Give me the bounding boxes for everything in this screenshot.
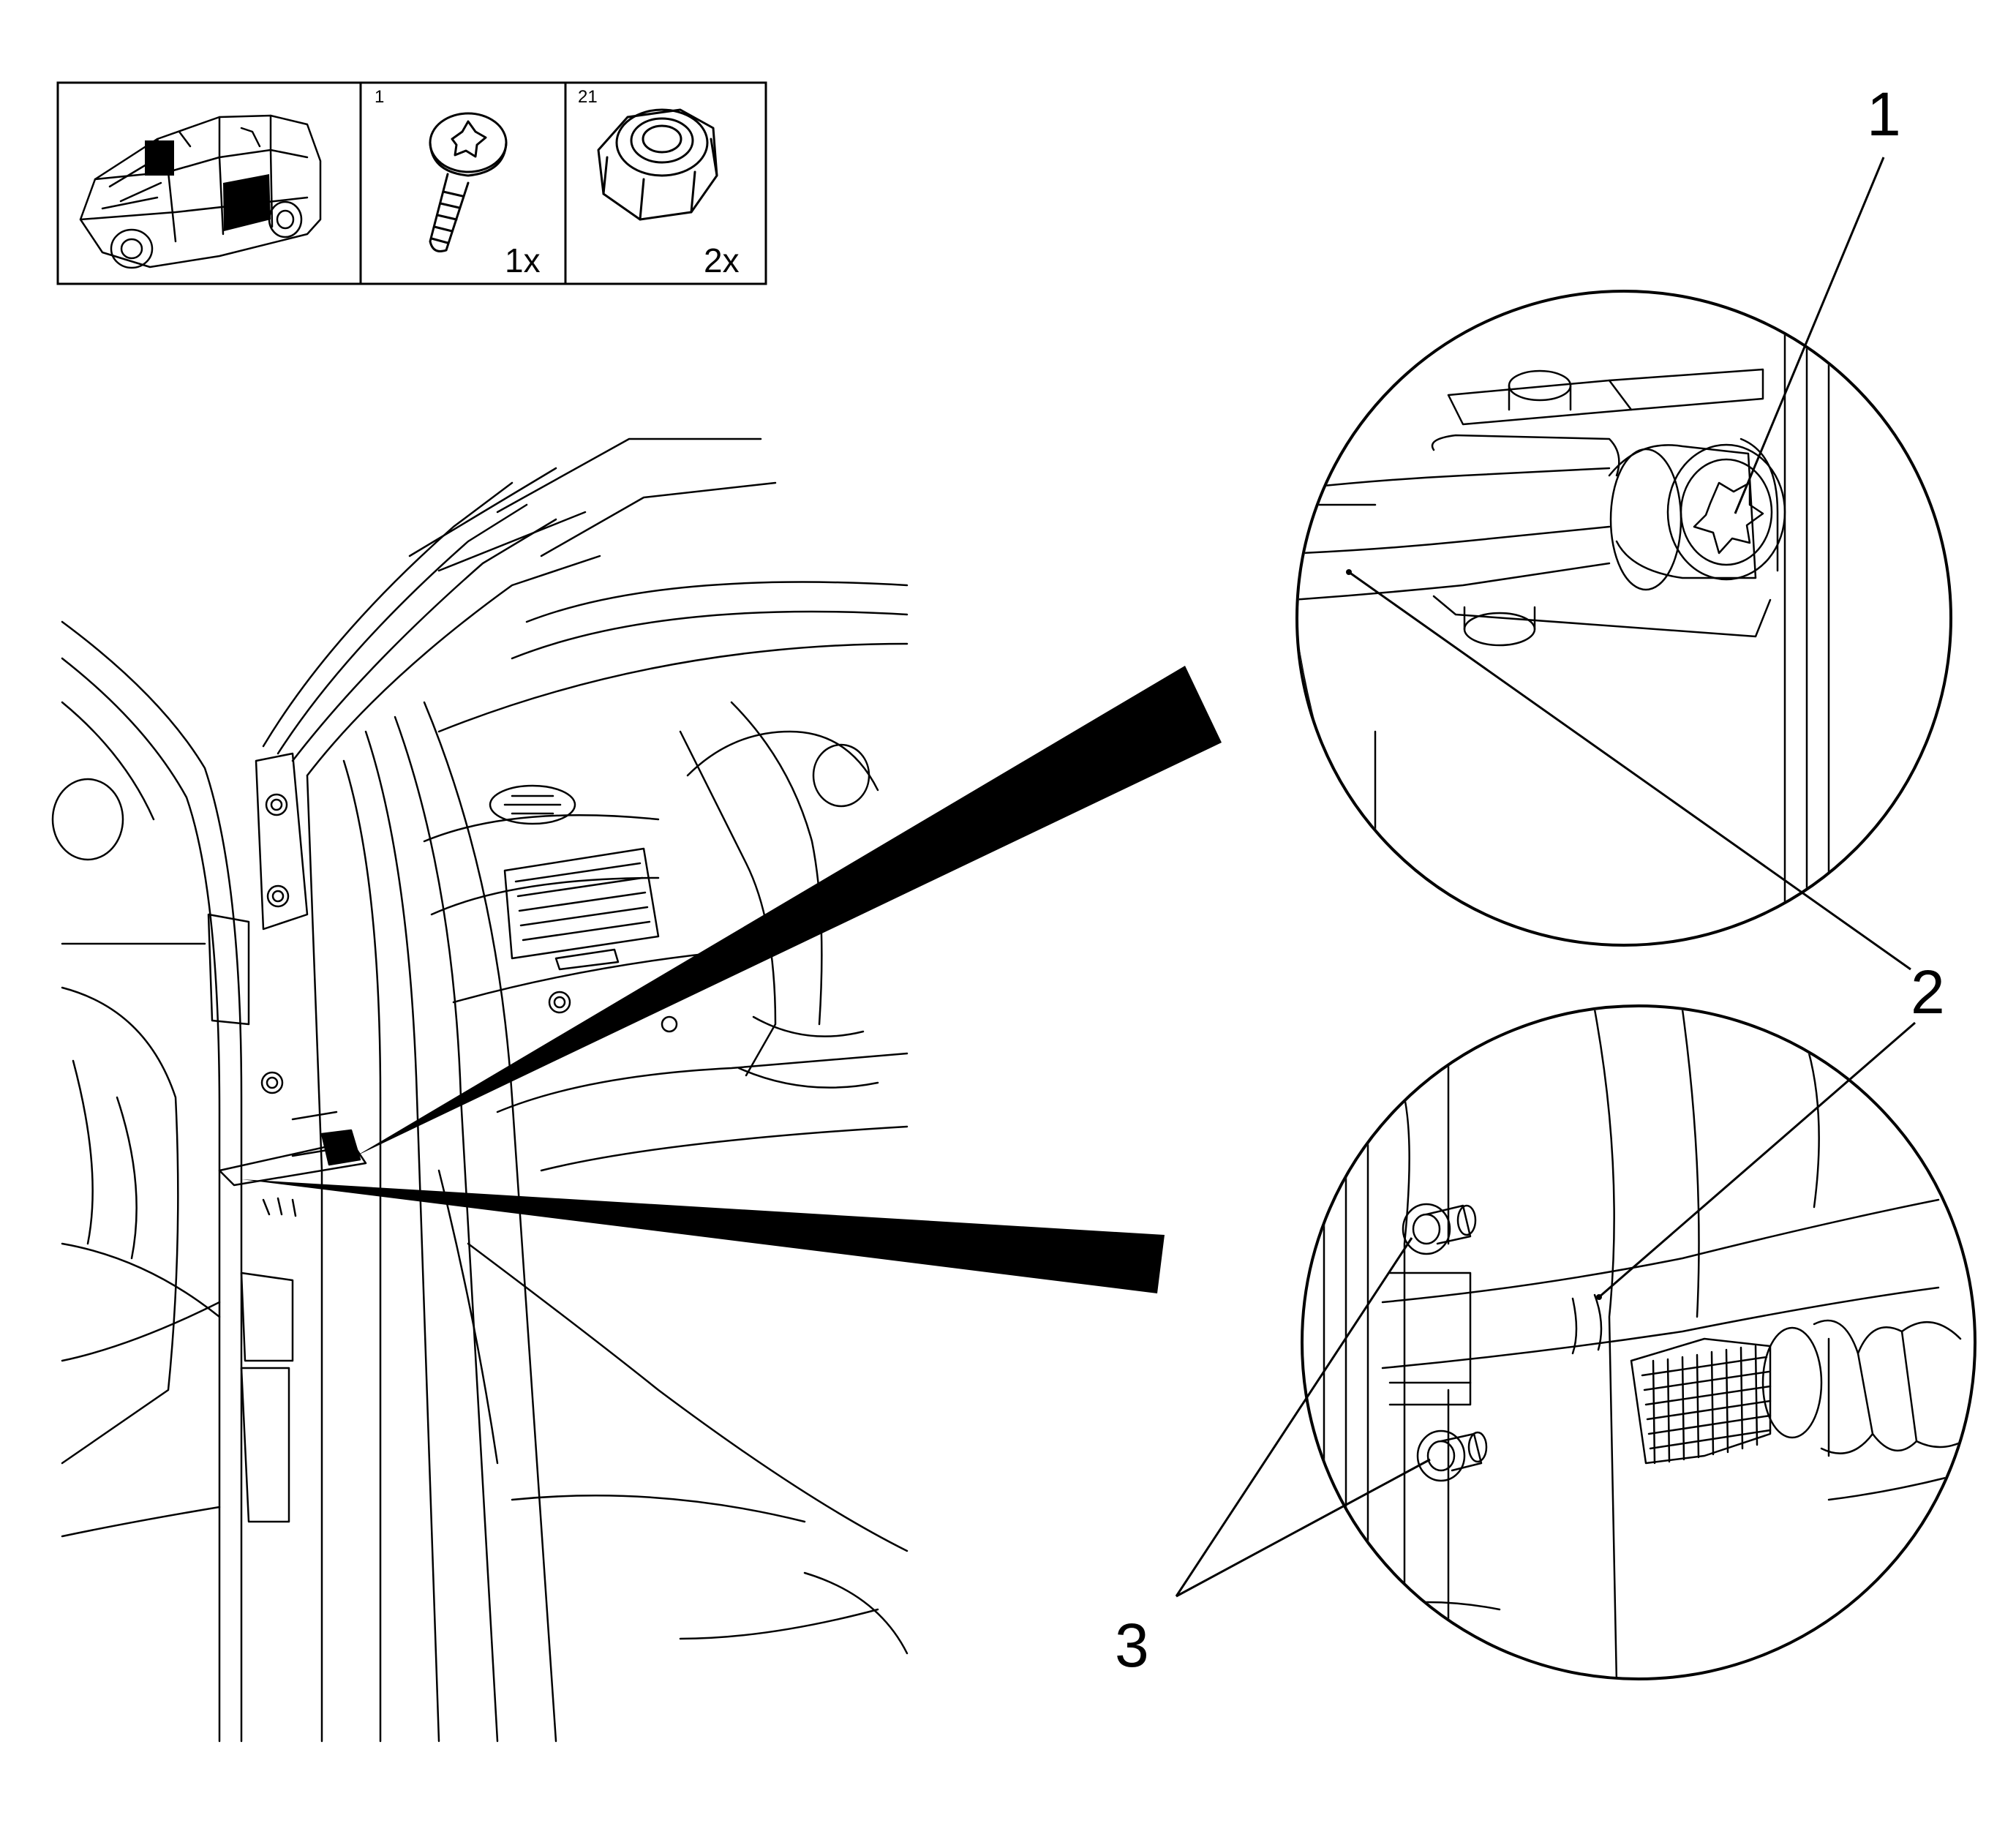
leader-line-3a	[1175, 1237, 1413, 1597]
parts-box-qty-2: 2x	[704, 241, 740, 279]
leader-line-1	[1734, 157, 1885, 514]
callout-number-2: 2	[1911, 958, 1945, 1026]
parts-box-qty-1: 1x	[505, 241, 541, 279]
parts-box: 1 1x 21 2x	[56, 81, 767, 285]
vehicle-overview-icon	[79, 114, 322, 269]
detail-circle-lower	[1301, 1004, 1976, 1680]
leader-lines	[1175, 157, 1916, 1598]
parts-box-index-2: 21	[578, 87, 598, 107]
leader-line-3b	[1176, 1458, 1431, 1598]
lock-nut-icon	[597, 108, 718, 221]
leader-line-2b	[1598, 1021, 1916, 1299]
callout-number-1: 1	[1867, 80, 1901, 149]
leader-line-2a	[1348, 571, 1911, 971]
torx-bolt-icon	[429, 112, 508, 252]
detail-circle-upper	[1295, 290, 1952, 947]
detail-callout-wedges	[241, 666, 1222, 1293]
door-opening-view	[51, 437, 909, 1743]
callout-number-3: 3	[1115, 1611, 1149, 1680]
parts-box-index-1: 1	[375, 87, 384, 107]
